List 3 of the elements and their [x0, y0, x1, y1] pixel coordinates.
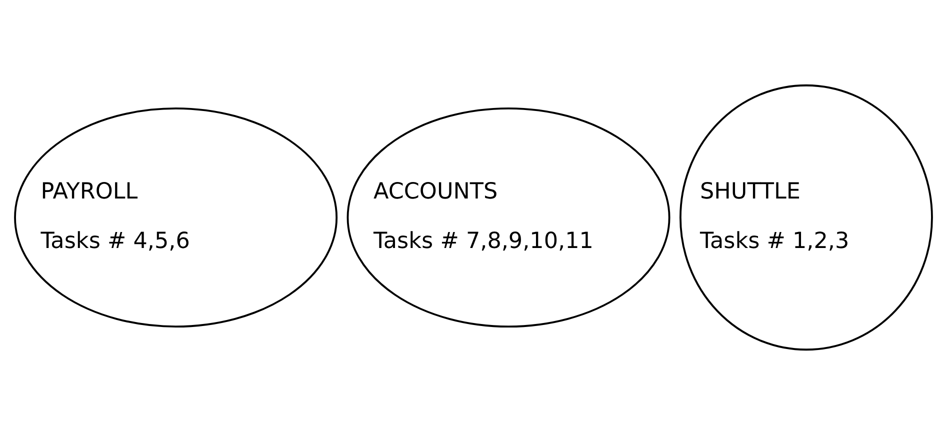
node-ellipse: ACCOUNTS Tasks # 7,8,9,10,11	[346, 107, 670, 327]
node-ellipse: PAYROLL Tasks # 4,5,6	[14, 107, 338, 327]
node-circle: SHUTTLE Tasks # 1,2,3	[680, 84, 933, 350]
